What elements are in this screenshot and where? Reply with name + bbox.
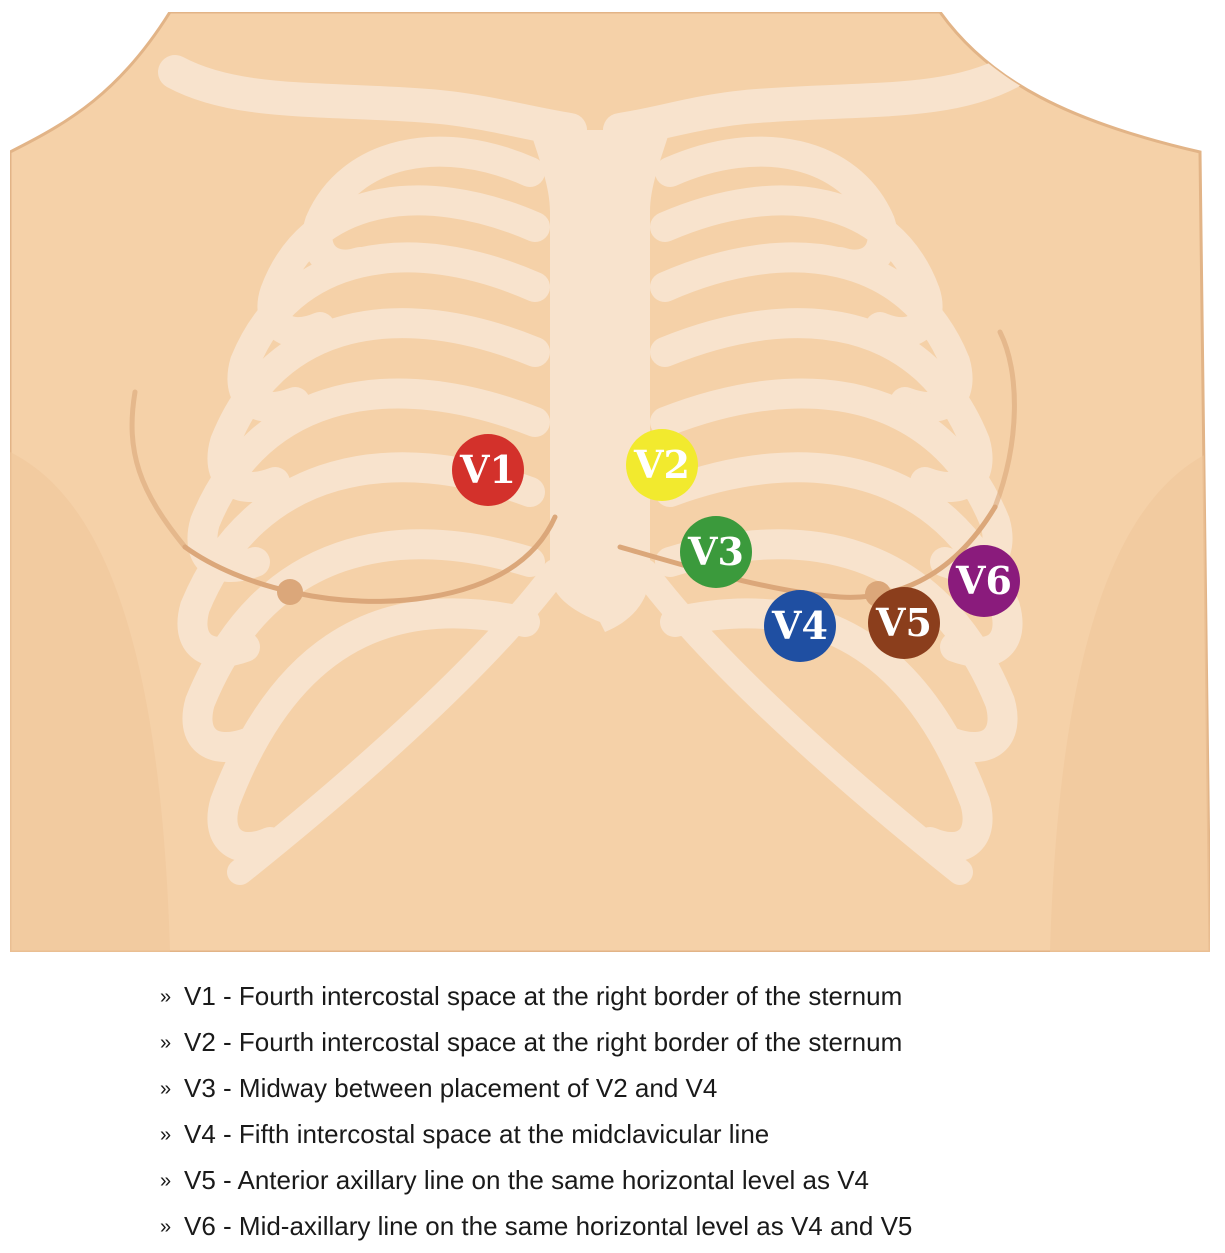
electrode-v2: V2 — [626, 429, 698, 501]
placement-item-v2: »V2 - Fourth intercostal space at the ri… — [160, 1022, 912, 1068]
placement-text: V5 - Anterior axillary line on the same … — [184, 1165, 869, 1195]
bullet-icon: » — [160, 1161, 184, 1201]
bullet-icon: » — [160, 1069, 184, 1109]
bullet-icon: » — [160, 977, 184, 1017]
placement-item-v1: »V1 - Fourth intercostal space at the ri… — [160, 976, 912, 1022]
placement-list: »V1 - Fourth intercostal space at the ri… — [160, 976, 912, 1252]
electrode-v1: V1 — [452, 434, 524, 506]
electrode-v5: V5 — [868, 587, 940, 659]
electrode-v3: V3 — [680, 516, 752, 588]
bullet-icon: » — [160, 1023, 184, 1063]
placement-text: V3 - Midway between placement of V2 and … — [184, 1073, 717, 1103]
bullet-icon: » — [160, 1207, 184, 1247]
electrode-label: V4 — [771, 603, 828, 648]
placement-item-v4: »V4 - Fifth intercostal space at the mid… — [160, 1114, 912, 1160]
placement-item-v5: »V5 - Anterior axillary line on the same… — [160, 1160, 912, 1206]
electrode-label: V1 — [459, 447, 516, 492]
placement-text: V1 - Fourth intercostal space at the rig… — [184, 981, 902, 1011]
electrode-label: V3 — [687, 529, 744, 574]
electrode-label: V2 — [633, 442, 690, 487]
nipple-left — [277, 579, 303, 605]
placement-text: V2 - Fourth intercostal space at the rig… — [184, 1027, 902, 1057]
electrode-label: V5 — [875, 600, 932, 645]
placement-text: V6 - Mid-axillary line on the same horiz… — [184, 1211, 912, 1241]
electrode-v6: V6 — [948, 545, 1020, 617]
electrode-label: V6 — [955, 558, 1012, 603]
placement-item-v6: »V6 - Mid-axillary line on the same hori… — [160, 1206, 912, 1252]
placement-text: V4 - Fifth intercostal space at the midc… — [184, 1119, 769, 1149]
placement-item-v3: »V3 - Midway between placement of V2 and… — [160, 1068, 912, 1114]
electrode-v4: V4 — [764, 590, 836, 662]
bullet-icon: » — [160, 1115, 184, 1155]
